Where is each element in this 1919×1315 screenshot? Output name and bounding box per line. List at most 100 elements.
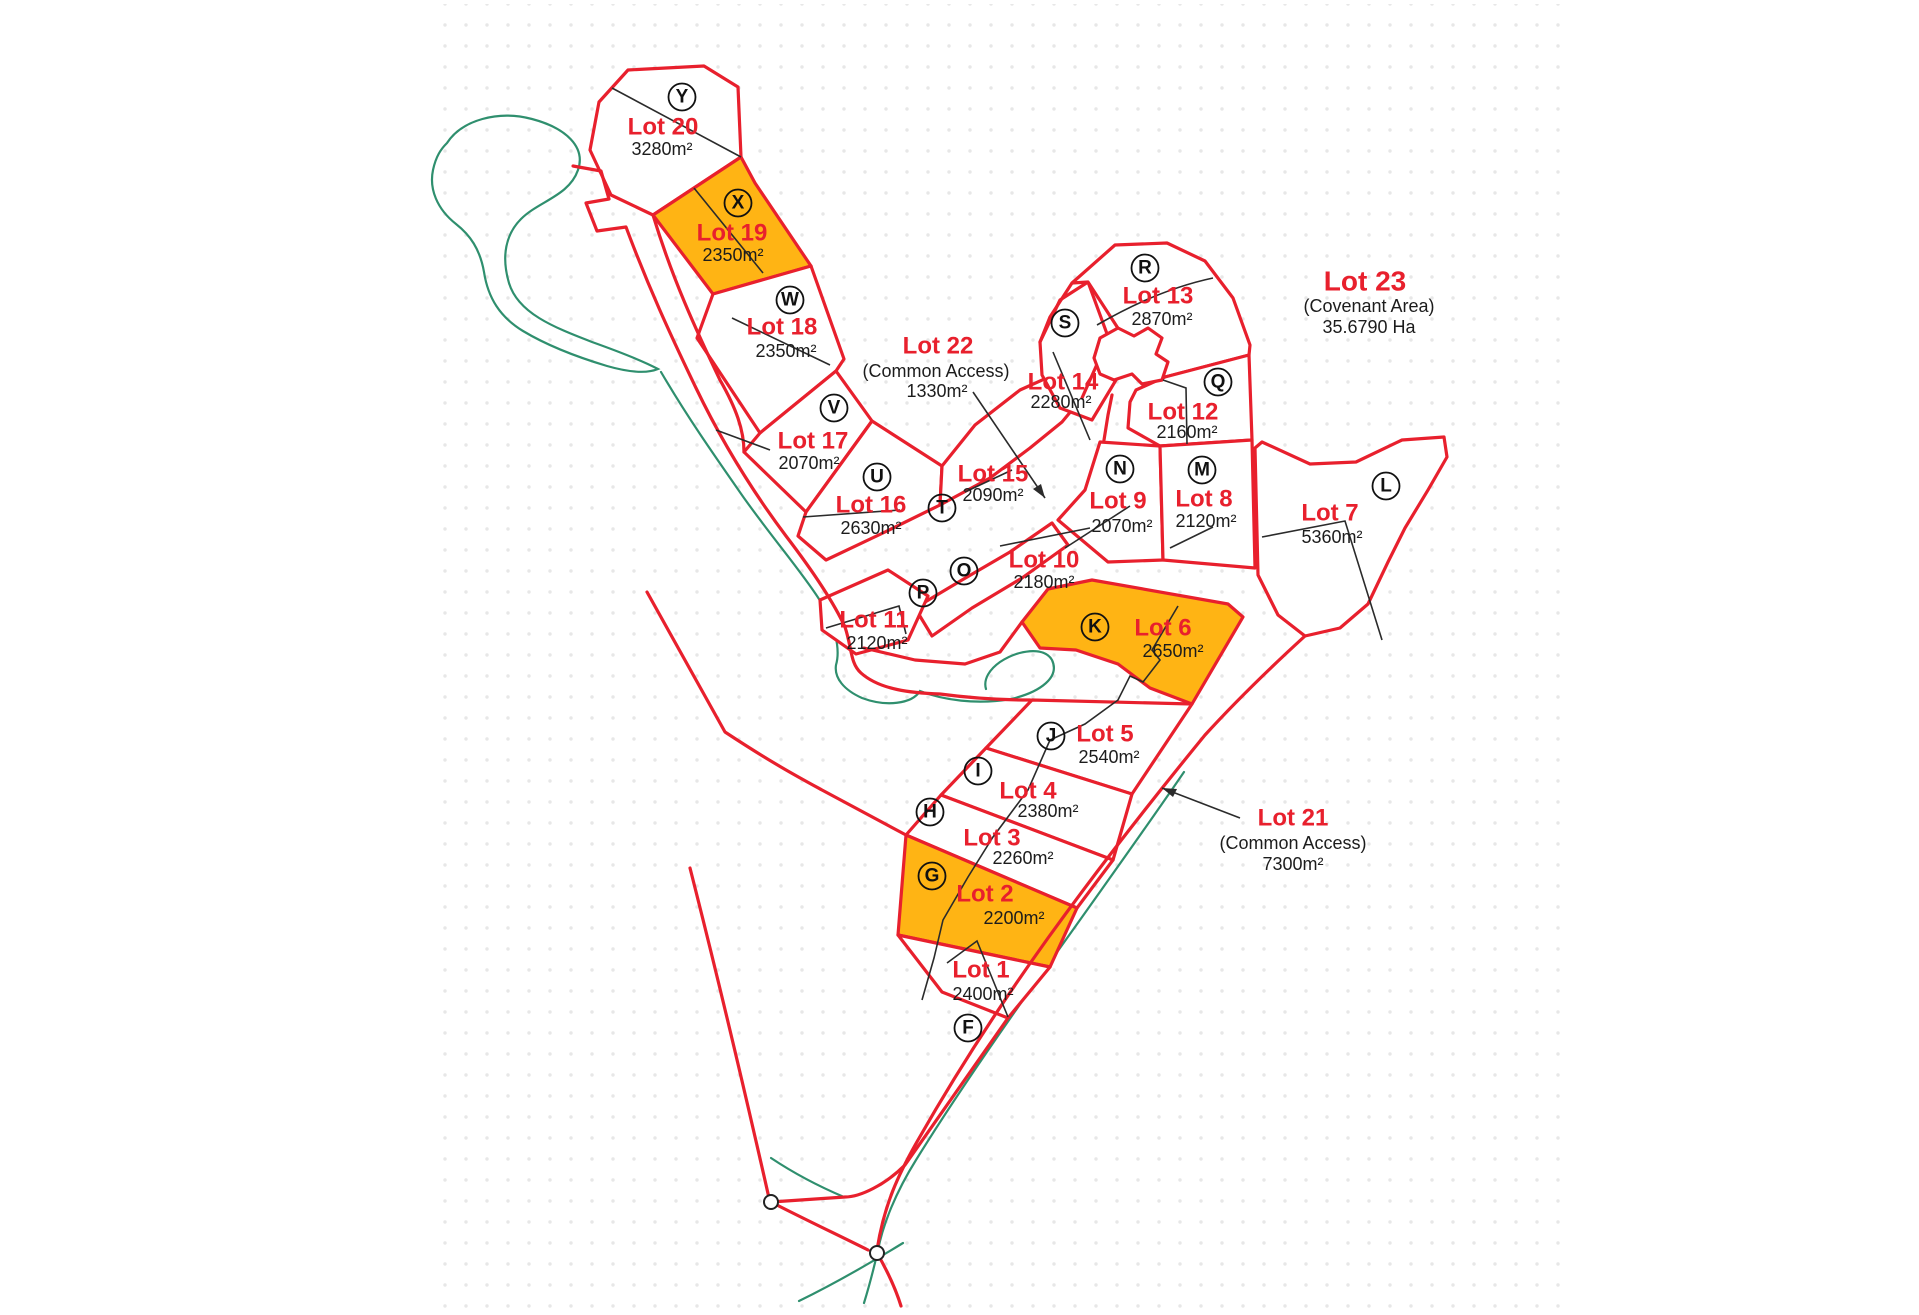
lot-parcels [588, 64, 1449, 1020]
lot-8-name: Lot 8 [1175, 486, 1232, 513]
lot-3-label: Lot 3 2260m² [963, 825, 1053, 869]
marker-H-letter: H [923, 802, 937, 823]
road-branch-north-edge [862, 620, 1024, 666]
marker-Q-circle-icon [1203, 367, 1233, 397]
marker-P-circle-icon [908, 578, 938, 608]
lot13-dimension-line [1096, 277, 1214, 326]
marker-H: H [915, 797, 945, 827]
lot-22-subtitle: (Common Access) [862, 361, 1009, 381]
lot-13-area: 2870m² [1131, 309, 1192, 329]
corner-markers: Y X W V U T S R [667, 82, 1401, 1043]
lot14-dimension-line [1052, 351, 1091, 441]
marker-L-letter: L [1380, 476, 1392, 497]
lot-3-name: Lot 3 [963, 825, 1020, 852]
lot-6-label: Lot 6 2650m² [1134, 615, 1203, 662]
marker-K-circle-icon [1080, 612, 1110, 642]
lot15-dimension-line [964, 469, 1013, 493]
lot-4-name: Lot 4 [999, 778, 1057, 805]
lot-5-area: 2540m² [1078, 747, 1139, 767]
survey-peg-west [763, 1194, 779, 1210]
marker-N: N [1105, 454, 1135, 484]
road-west-edge [571, 164, 1032, 702]
marker-X-letter: X [732, 193, 745, 214]
marker-R-circle-icon [1130, 253, 1160, 283]
lot-10-name: Lot 10 [1009, 547, 1080, 574]
lot10-dimension-line [999, 527, 1091, 547]
lot1-dimension-line [946, 939, 1009, 1018]
marker-V-letter: V [828, 398, 841, 419]
marker-U-letter: U [870, 467, 884, 488]
marker-U-circle-icon [862, 462, 892, 492]
lot-13-label: Lot 13 2870m² [1123, 283, 1194, 330]
lot-17-name: Lot 17 [778, 428, 849, 455]
lot11-dimension-line [825, 604, 907, 635]
lot19-dimension-line [693, 187, 764, 274]
marker-Q-letter: Q [1211, 372, 1226, 393]
lot-12-label: Lot 12 2160m² [1148, 399, 1219, 443]
lot-22-name: Lot 22 [903, 333, 974, 360]
marker-J-letter: J [1046, 726, 1057, 747]
road-east-edge [651, 213, 746, 454]
lot-1-name: Lot 1 [952, 957, 1009, 984]
marker-Y-letter: Y [676, 87, 689, 108]
lot7-dimension-line [1261, 520, 1383, 641]
marker-O: O [949, 556, 979, 586]
lot-2-name: Lot 2 [956, 881, 1013, 908]
lot-20-label: Lot 20 3280m² [628, 114, 699, 160]
marker-Q: Q [1203, 367, 1233, 397]
lot-10-area: 2180m² [1013, 572, 1074, 592]
south-contour-line [769, 1156, 846, 1199]
dimension-lines [611, 87, 1383, 1018]
lot-14-area: 2280m² [1030, 392, 1091, 412]
lot-22-label: Lot 22 (Common Access) 1330m² [862, 333, 1009, 402]
road-neck-west [1080, 360, 1100, 400]
marker-I-letter: I [975, 761, 980, 782]
lot8-dimension-line [1169, 526, 1214, 549]
marker-T: T [927, 493, 957, 523]
lot-7-area: 5360m² [1301, 527, 1362, 547]
lot-16-name: Lot 16 [836, 492, 907, 519]
lot-5-name: Lot 5 [1076, 721, 1133, 748]
marker-J: J [1036, 721, 1066, 751]
lot-9-name: Lot 9 [1089, 488, 1146, 515]
lot22-leader-line [972, 391, 1046, 499]
marker-L-circle-icon [1371, 471, 1401, 501]
marker-G-letter: G [925, 866, 940, 887]
west-lower-boundary [688, 866, 771, 1200]
lot-11-label: Lot 11 2120m² [839, 607, 908, 654]
lot17-dimension-line [715, 429, 771, 451]
marker-W-letter: W [781, 290, 799, 311]
lot-1-area: 2400m² [952, 984, 1013, 1004]
lot21-leader-arrowhead [1162, 788, 1177, 797]
lot12-dimension-line [1162, 379, 1188, 445]
marker-G: G [917, 861, 947, 891]
marker-K-letter: K [1088, 617, 1102, 638]
south-tip-link [769, 1200, 870, 1252]
lot21-inner-edge [769, 1016, 1010, 1204]
survey-peg-south [869, 1245, 885, 1261]
marker-X: X [723, 188, 753, 218]
lot-18-name: Lot 18 [747, 314, 818, 341]
lot-19-label: Lot 19 2350m² [697, 220, 768, 266]
lot-15-label: Lot 15 2090m² [958, 461, 1029, 506]
lot-8-label: Lot 8 2120m² [1175, 486, 1236, 532]
lot-17-label: Lot 17 2070m² [778, 428, 849, 474]
marker-I-circle-icon [963, 756, 993, 786]
marker-S-circle-icon [1050, 308, 1080, 338]
marker-K: K [1080, 612, 1110, 642]
lot-3-area: 2260m² [992, 848, 1053, 868]
marker-W: W [775, 285, 805, 315]
lot18-dimension-line [731, 317, 831, 366]
marker-R: R [1130, 253, 1160, 283]
lot-23-label: Lot 23 (Covenant Area) 35.6790 Ha [1303, 266, 1434, 338]
survey-grid-dots [428, 4, 1562, 1308]
boundary-lines [571, 164, 1307, 1308]
marker-G-circle-icon [917, 861, 947, 891]
lot-16-label: Lot 16 2630m² [836, 492, 907, 539]
lot-8-parcel [1158, 438, 1257, 570]
lot-13-name: Lot 13 [1123, 283, 1194, 310]
marker-F-circle-icon [953, 1013, 983, 1043]
lot-21-label: Lot 21 (Common Access) 7300m² [1219, 805, 1366, 875]
marker-H-circle-icon [915, 797, 945, 827]
lot-21-name: Lot 21 [1258, 805, 1329, 832]
